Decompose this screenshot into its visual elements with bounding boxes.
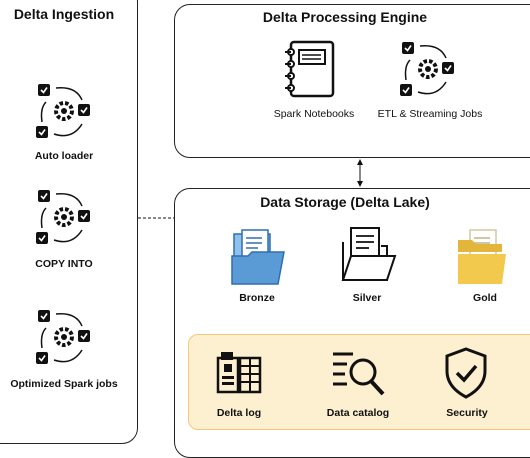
auto-loader-label: Auto loader (34, 150, 94, 162)
data-catalog-icon (331, 348, 387, 403)
delta-log-label: Delta log (216, 407, 262, 419)
bronze-folder-icon (228, 228, 288, 293)
gold-folder-icon (454, 226, 514, 291)
etl-streaming-label: ETL & Streaming Jobs (377, 108, 483, 120)
data-catalog-label: Data catalog (326, 407, 390, 419)
ingestion-title: Delta Ingestion (13, 6, 115, 22)
etl-streaming-icon (400, 42, 462, 105)
processing-panel (174, 4, 530, 158)
bronze-label: Bronze (239, 292, 275, 304)
notebook-icon (283, 40, 339, 105)
copy-into-icon (36, 190, 98, 253)
silver-folder-icon (337, 226, 397, 291)
spark-notebooks-label: Spark Notebooks (273, 108, 355, 120)
security-shield-icon (443, 347, 489, 404)
optimized-spark-jobs-icon (36, 310, 98, 373)
security-label: Security (446, 407, 488, 419)
silver-label: Silver (352, 292, 382, 304)
gold-label: Gold (473, 292, 497, 304)
auto-loader-icon (36, 84, 98, 147)
optimized-spark-jobs-label: Optimized Spark jobs (10, 378, 118, 390)
delta-log-icon (216, 350, 262, 401)
copy-into-label: COPY INTO (35, 258, 93, 270)
processing-title: Delta Processing Engine (262, 9, 428, 25)
storage-title: Data Storage (Delta Lake) (260, 194, 430, 210)
